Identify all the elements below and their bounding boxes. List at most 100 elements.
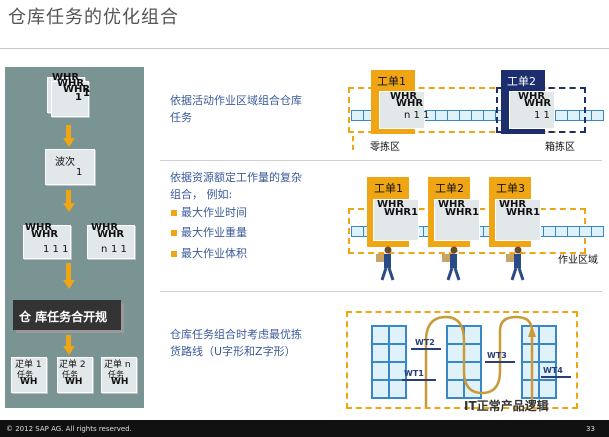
order-card-label: 疋单 2 — [59, 360, 86, 370]
worker-icon — [376, 246, 395, 281]
flow-arrow-stem — [66, 263, 71, 281]
whr-label: WHR — [518, 91, 546, 102]
whr-label: WHR — [25, 222, 53, 233]
wt2-label: WT2 — [415, 338, 435, 347]
whr-label: WHR — [91, 222, 119, 233]
zone1-label: 零拣区 — [370, 142, 400, 153]
whr-label: WHR — [63, 84, 91, 95]
watermark: IT正常产品逻辑 — [464, 399, 549, 413]
wave-number: 1 — [76, 167, 83, 178]
whr-label: WHR — [97, 229, 125, 240]
whr-label: WHR — [31, 229, 59, 240]
section1-ticket2-label: 工单2 — [507, 75, 536, 88]
whr1-label: WHR1 — [506, 207, 541, 218]
section1-t2-digits: 1 1 — [534, 110, 550, 121]
section1-n1-digits: n 1 1 — [404, 110, 430, 121]
section1-ticket1-label: 工单1 — [377, 75, 406, 88]
section2-bullet: 最大作业重量 — [181, 226, 247, 239]
group2-prefix: n — [101, 244, 108, 255]
flow-arrow-down-icon — [63, 138, 75, 147]
ticket-group-2 — [87, 225, 135, 259]
section2-bullet: 最大作业体积 — [181, 247, 247, 260]
order-card-sub: 任务 — [17, 370, 33, 379]
wt1-arrow-icon — [402, 379, 436, 381]
section-divider — [160, 160, 602, 161]
section2-text-line1: 依据资源额定工作量的复杂 — [170, 171, 302, 184]
order-card-n — [101, 357, 137, 393]
bullet-icon — [171, 210, 177, 216]
bullet-icon — [171, 230, 177, 236]
section2-ticket-label: 工单3 — [496, 182, 525, 195]
section1-ticket1: 工单1 — [371, 70, 425, 134]
footer-bar: © 2012 SAP AG. All rights reserved. 33 — [0, 420, 609, 437]
whr1-label: WHR1 — [384, 207, 419, 218]
section2-ticket-card — [495, 199, 541, 241]
order-card-label: 疋单 n — [104, 360, 131, 370]
title-divider — [0, 48, 609, 49]
section3-shelf — [371, 325, 407, 399]
wt4-arrow-icon — [541, 376, 571, 378]
order-card-whr: WH — [65, 377, 83, 387]
order-card-2 — [57, 357, 93, 393]
bullet-icon — [171, 251, 177, 257]
wt3-arrow-icon — [485, 361, 515, 363]
combine-rule-box: 仓 库任务合开规 — [13, 300, 121, 330]
flow-arrow-down-icon — [63, 346, 75, 355]
worker-icon — [442, 246, 461, 281]
picking-route-path — [424, 315, 536, 407]
flow-arrow-down-icon — [63, 203, 75, 212]
workers-illustration — [376, 246, 525, 281]
section2-ticket: 工单2 — [428, 177, 480, 247]
wt2-arrow-icon — [411, 348, 441, 350]
order-card-1 — [11, 357, 47, 393]
flow-arrow-stem — [66, 190, 71, 204]
section2-ticket-card — [434, 199, 480, 241]
whr-label: WHR — [377, 199, 405, 210]
whr-label: WHR — [499, 199, 527, 210]
section1-text-line1: 依据活动作业区域组合仓库 — [170, 94, 302, 107]
whr-digit: 1 — [83, 88, 90, 99]
order-card-whr: WH — [20, 377, 38, 387]
section1-ticket1-card — [379, 91, 425, 129]
section1-ticket2: 工单2 — [501, 70, 555, 134]
section2-ticket-label: 工单1 — [374, 182, 403, 195]
section3-text-line2: 货路线（U字形和Z字形） — [170, 345, 296, 358]
section3-text-line1: 仓库任务组合时考虑最优拣 — [170, 328, 302, 341]
section2-text-line2: 组合， 例如: — [170, 188, 233, 201]
ticket-stack-top-2 — [51, 81, 89, 117]
whr-label: WHR — [390, 91, 418, 102]
flow-arrow-stem — [66, 335, 71, 347]
section2-ticket-label: 工单2 — [435, 182, 464, 195]
section-divider — [160, 291, 602, 292]
section2-bullet: 最大作业时间 — [181, 206, 247, 219]
whr-label: WHR — [396, 98, 424, 109]
worker-icon — [506, 246, 525, 281]
whr1-label: WHR1 — [445, 207, 480, 218]
order-card-sub: 任务 — [62, 370, 78, 379]
section1-text-line2: 任务 — [170, 111, 192, 124]
wt3-label: WT3 — [487, 351, 507, 360]
section2-ticket-card — [373, 199, 419, 241]
flow-arrow-stem — [66, 125, 71, 139]
work-area-label: 作业区域 — [558, 255, 598, 266]
whr-label: WHR — [524, 98, 552, 109]
section3-shelf — [521, 325, 557, 399]
wt1-label: WT1 — [404, 369, 424, 378]
order-card-label: 疋单 1 — [15, 360, 42, 370]
whr-label: WHR — [438, 199, 466, 210]
wave-label: 波次 — [55, 157, 75, 168]
section3-zone-outline — [346, 311, 578, 409]
group2-digits: 1 1 — [111, 244, 127, 255]
combine-rule-label: 仓 库任务合开规 — [19, 310, 108, 324]
section2-ticket: 工单1 — [367, 177, 419, 247]
section1-ticket2-card — [509, 91, 555, 129]
order-card-whr: WH — [111, 377, 129, 387]
section2-ticket: 工单3 — [489, 177, 541, 247]
whr-label: WHR — [57, 78, 85, 89]
wave-card — [45, 149, 95, 185]
group1-digits: 1 1 1 — [43, 244, 69, 255]
order-card-sub: 任务 — [108, 370, 124, 379]
whr-label: WHR — [52, 72, 80, 83]
ticket-group-1 — [23, 225, 71, 259]
wt4-label: WT4 — [543, 366, 563, 375]
